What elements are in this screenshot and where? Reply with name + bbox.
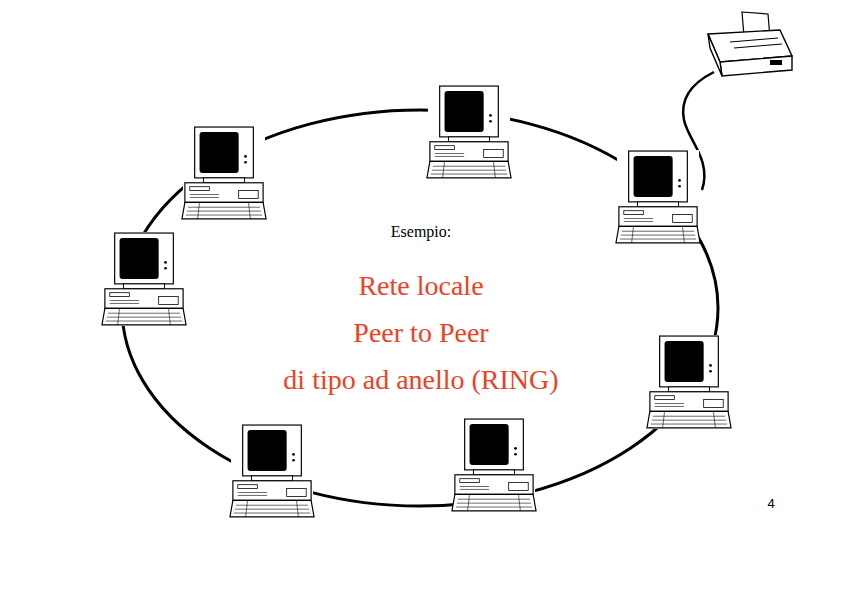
- title-line: Peer to Peer: [353, 316, 488, 350]
- ring-cable: [122, 110, 718, 506]
- example-heading: Esempio:: [391, 222, 451, 241]
- computer: [647, 335, 731, 429]
- page-number: 4: [767, 496, 774, 512]
- computer: [182, 126, 266, 220]
- title-line: Rete locale: [358, 269, 483, 303]
- computer: [452, 418, 536, 512]
- computer: [616, 150, 700, 244]
- printer: [708, 12, 792, 76]
- computer: [427, 85, 511, 179]
- title-line: di tipo ad anello (RING): [283, 363, 558, 397]
- computer: [102, 232, 186, 326]
- computer: [230, 424, 314, 518]
